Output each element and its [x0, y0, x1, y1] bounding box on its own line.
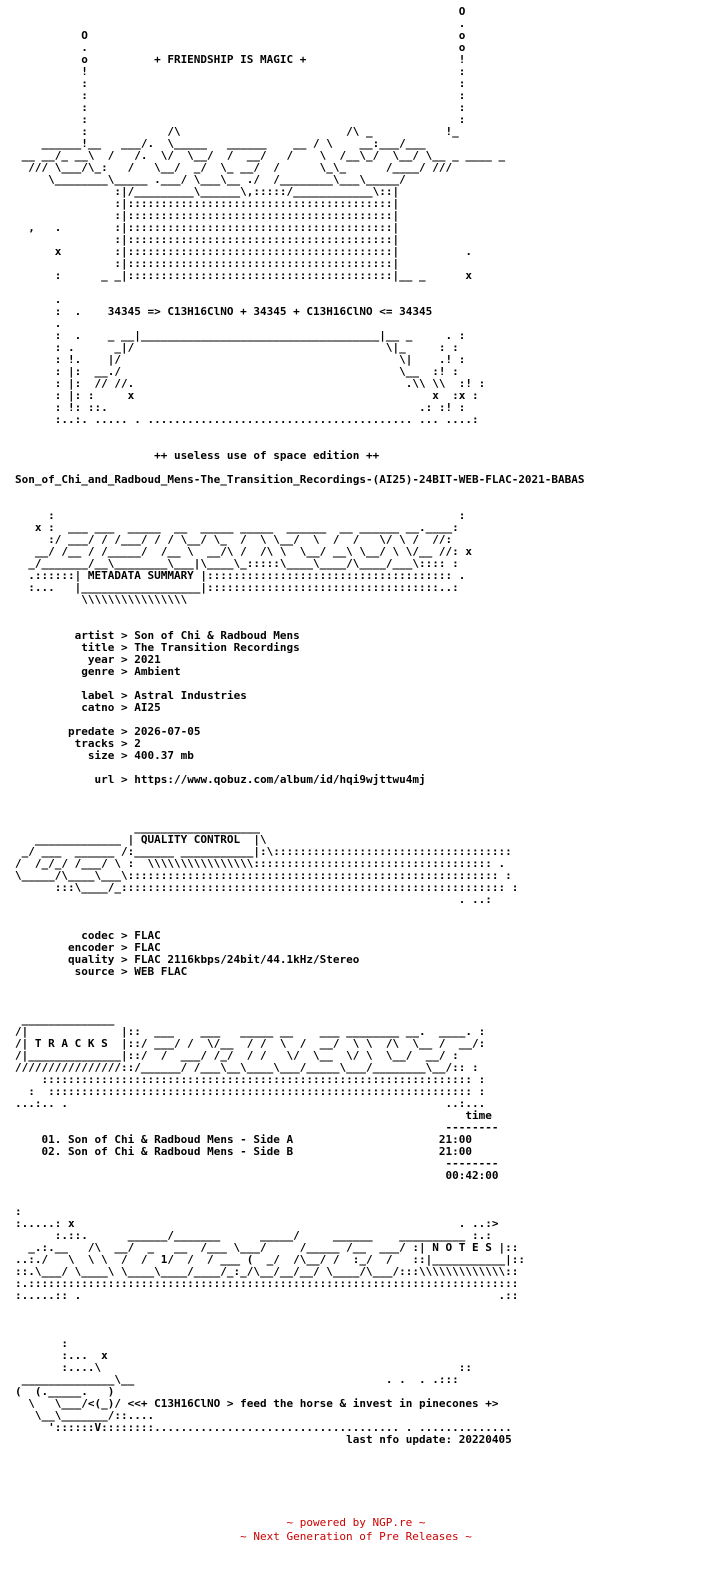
ngp-link[interactable]: NGP.re	[372, 1516, 413, 1529]
footer-suffix: ~	[412, 1516, 426, 1529]
track-time: 21:00	[438, 1133, 472, 1146]
codec-label: codec	[81, 929, 115, 942]
size-label: size	[87, 749, 115, 762]
tracks-label: tracks	[74, 737, 115, 750]
size-value: 400.37 mb	[134, 749, 194, 762]
title-value: The Transition Recordings	[134, 641, 300, 654]
source-label: source	[74, 965, 115, 978]
time-header-rule: --------	[445, 1121, 499, 1134]
track-time: 21:00	[438, 1145, 472, 1158]
source-value: WEB FLAC	[134, 965, 188, 978]
track-title: Son of Chi & Radboud Mens - Side A	[68, 1133, 294, 1146]
quality-value: FLAC 2116kbps/24bit/44.1kHz/Stereo	[134, 953, 360, 966]
label-value: Astral Industries	[134, 689, 247, 702]
catno-label: catno	[81, 701, 115, 714]
track-title: Son of Chi & Radboud Mens - Side B	[68, 1145, 294, 1158]
year-value: 2021	[134, 653, 161, 666]
edition-line: ++ useless use of space edition ++	[15, 449, 380, 462]
artist-value: Son of Chi & Radboud Mens	[134, 629, 300, 642]
tracks-ascii-art: ______________ /| |:: ___ ___ _____ __ _…	[15, 1013, 486, 1110]
footer-powered-by: ~ powered by NGP.re ~	[0, 1516, 712, 1530]
total-time: 00:42:00	[445, 1169, 499, 1182]
footer-prefix: ~ powered by	[286, 1516, 373, 1529]
tracks-value: 2	[134, 737, 141, 750]
track-number: 02.	[41, 1145, 62, 1158]
label-label: label	[81, 689, 115, 702]
encoder-label: encoder	[67, 941, 115, 954]
predate-label: predate	[67, 725, 115, 738]
total-time-rule: --------	[445, 1157, 499, 1170]
quality-label: quality	[67, 953, 115, 966]
track-number: 01.	[41, 1133, 62, 1146]
artist-label: artist	[74, 629, 115, 642]
bottom-ascii-art: : :... x :....\ :: ______________\__ . .…	[15, 1337, 512, 1434]
metadata-ascii-art: : : x : ___ ___ _____ __ _____ _____ ___…	[28, 509, 472, 606]
title-label: title	[81, 641, 115, 654]
genre-label: genre	[81, 665, 115, 678]
last-update: last nfo update: 20220405	[346, 1433, 512, 1446]
catno-value: AI25	[134, 701, 161, 714]
quality-ascii-art: ___________________ _____________ | QUAL…	[15, 821, 519, 906]
notes-ascii-art: : :.....: x . ..:> :.::. ______/_______ …	[15, 1205, 525, 1302]
nfo-document: O . O o .	[15, 5, 585, 1446]
genre-value: Ambient	[134, 665, 181, 678]
encoder-value: FLAC	[134, 941, 161, 954]
nfo-top-ascii-art: O . O o .	[21, 5, 506, 426]
time-column-header: time	[465, 1109, 492, 1122]
year-label: year	[87, 653, 115, 666]
url-value[interactable]: https://www.qobuz.com/album/id/hqi9wjttw…	[134, 773, 426, 786]
codec-value: FLAC	[134, 929, 161, 942]
footer-tagline: ~ Next Generation of Pre Releases ~	[240, 1530, 472, 1543]
url-label: url	[94, 773, 115, 786]
release-name: Son_of_Chi_and_Radboud_Mens-The_Transiti…	[15, 473, 585, 486]
predate-value: 2026-07-05	[134, 725, 201, 738]
